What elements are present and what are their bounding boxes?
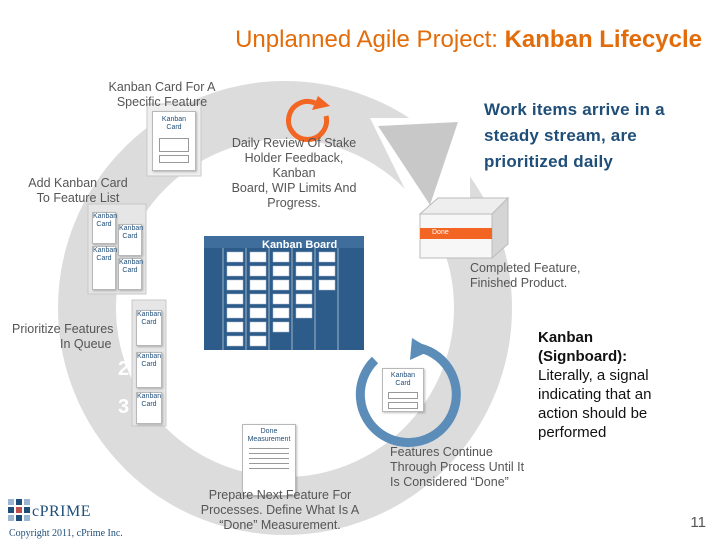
slide-title: Unplanned Agile Project: Kanban Lifecycl… [0,26,728,54]
cprime-logo-icon [8,499,30,521]
card-field [159,155,189,163]
board-columns [222,248,339,350]
card-field [388,402,418,409]
signal-circle-arrowhead [410,338,432,360]
card-line [249,453,289,454]
card-line [249,458,289,459]
brand-name: cPRIME [32,503,91,520]
title-emphasis: Kanban Lifecycle [504,26,702,53]
done-box-tag [420,228,492,239]
board-cards [226,251,336,347]
card-line [249,448,289,449]
title-prefix: Unplanned Agile Project: [235,26,505,53]
card-line [249,463,289,464]
card-line [249,468,289,469]
done-tag: Done [432,229,449,236]
board-title: Kanban Board [262,239,338,251]
page-number: 11 [690,514,706,531]
signal-circle [355,343,461,448]
note-signboard: Kanban (Signboard): Literally, a signal … [538,329,652,441]
queue-number-1: 1 [118,320,130,342]
card-field [388,392,418,399]
refresh-icon [286,98,330,142]
label-completed: Completed Feature,Finished Product. [470,261,581,290]
cycle-arrow-head [378,122,458,205]
copyright: Copyright 2011, cPrime Inc. [9,528,123,539]
queue-number-2: 2 [118,358,130,380]
queue-number-3: 3 [118,396,130,418]
board-top-bar [204,236,364,248]
card-field [159,138,189,152]
refresh-icon-arrowhead [312,96,330,110]
cycle-ring [58,81,512,535]
